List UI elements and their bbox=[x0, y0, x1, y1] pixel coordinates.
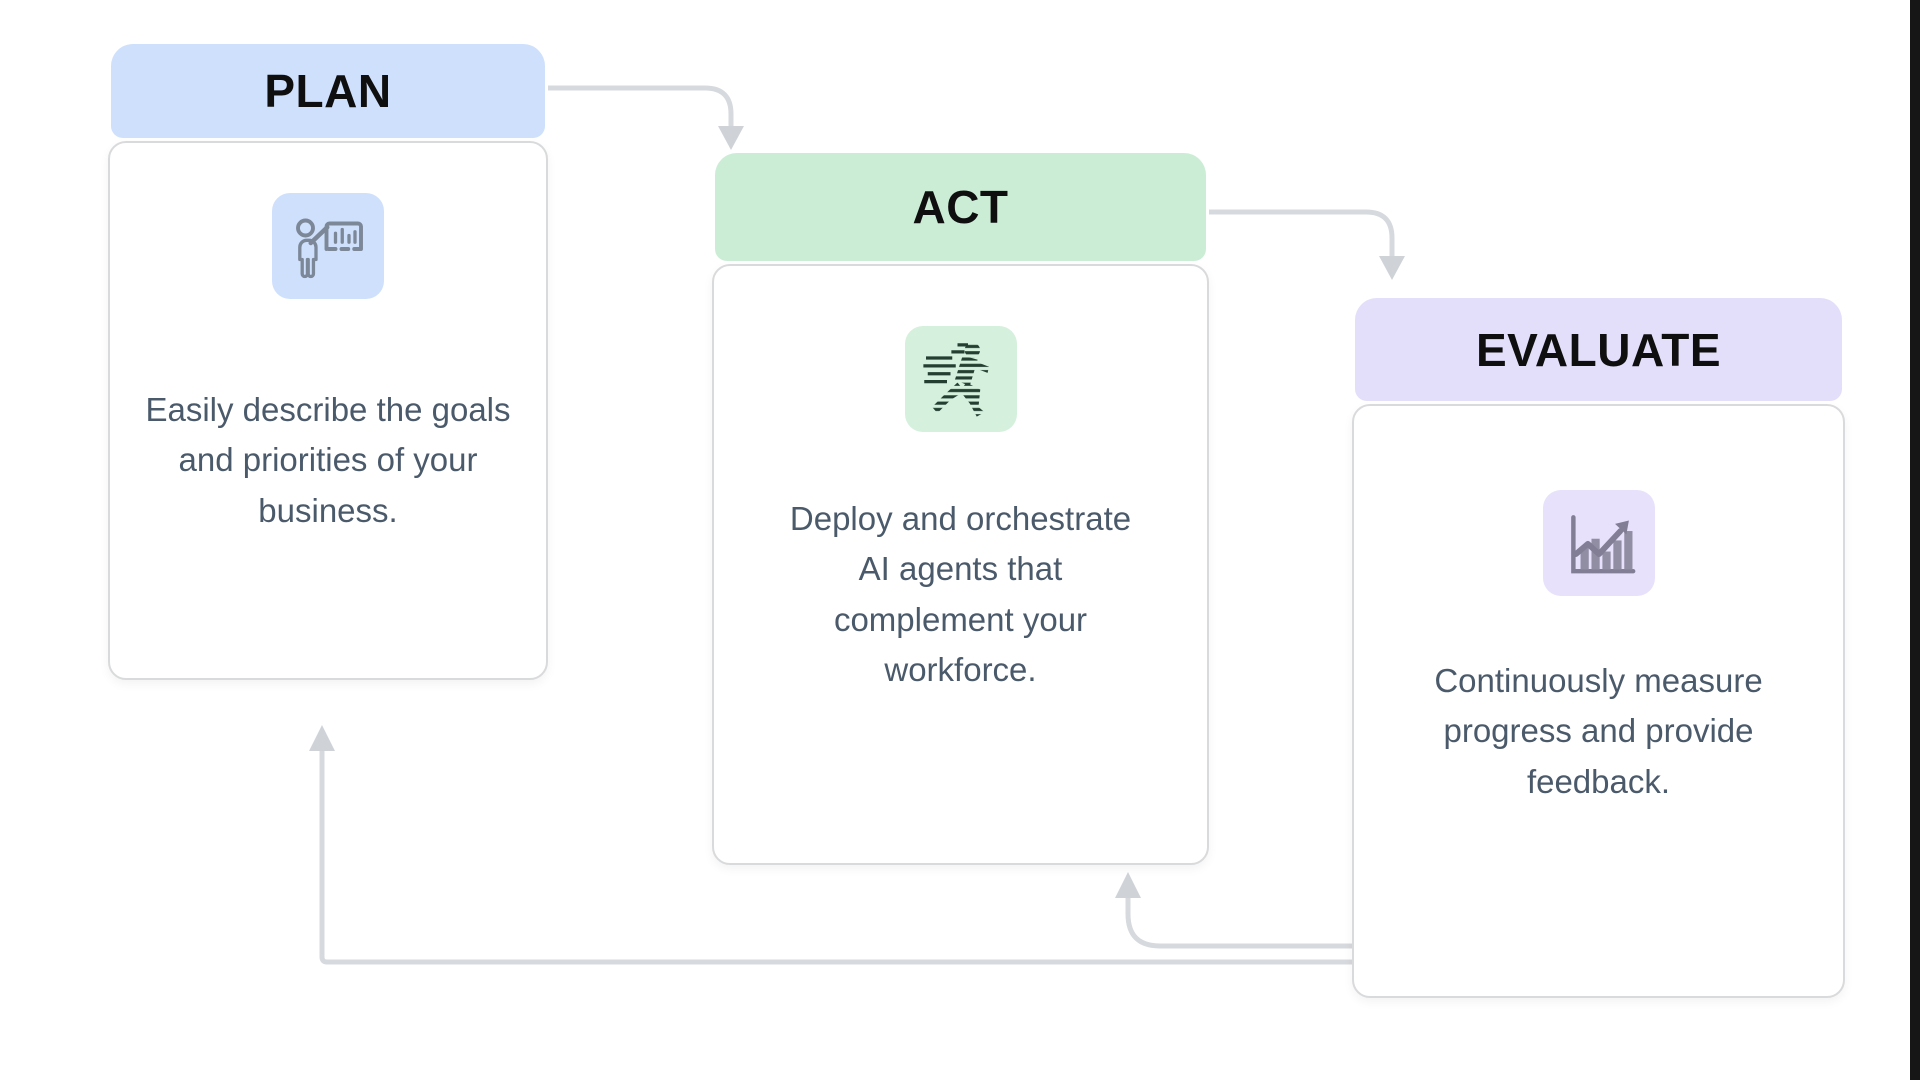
connector-evaluate-to-act bbox=[1125, 898, 1352, 949]
presenter-whiteboard-chart-icon bbox=[272, 193, 384, 299]
connector-plan-to-act bbox=[548, 85, 734, 128]
bar-chart-growth-arrow-icon bbox=[1542, 490, 1655, 596]
card-plan-description: Easily describe the goals and priorities… bbox=[145, 391, 511, 529]
right-edge-strip bbox=[1910, 0, 1920, 1080]
arrowhead-up-into-act bbox=[1115, 872, 1141, 898]
card-evaluate-header: EVALUATE bbox=[1355, 298, 1842, 401]
card-plan: PLAN Easily describe the goals and prior… bbox=[108, 44, 548, 680]
card-act-header: ACT bbox=[715, 153, 1206, 261]
card-plan-body: Easily describe the goals and priorities… bbox=[108, 141, 548, 680]
card-act-title: ACT bbox=[912, 181, 1009, 233]
card-evaluate-body: Continuously measure progress and provid… bbox=[1352, 404, 1845, 998]
arrowhead-up-into-plan bbox=[309, 725, 335, 751]
connector-act-to-evaluate bbox=[1209, 209, 1395, 258]
card-plan-title: PLAN bbox=[264, 65, 392, 117]
card-evaluate-title: EVALUATE bbox=[1475, 323, 1722, 376]
card-evaluate-description: Continuously measure progress and provid… bbox=[1434, 662, 1763, 800]
card-evaluate: EVALUATE Continuously measure pr bbox=[1352, 298, 1845, 998]
card-act: ACT bbox=[712, 153, 1209, 865]
card-plan-header: PLAN bbox=[111, 44, 545, 138]
arrowhead-down-into-evaluate bbox=[1379, 256, 1405, 280]
card-act-body: Deploy and orchestrate AI agents that co… bbox=[712, 264, 1209, 865]
sprinting-person-speed-lines-icon bbox=[904, 326, 1017, 432]
card-act-description: Deploy and orchestrate AI agents that co… bbox=[789, 500, 1132, 689]
arrowhead-down-into-act bbox=[718, 126, 744, 150]
